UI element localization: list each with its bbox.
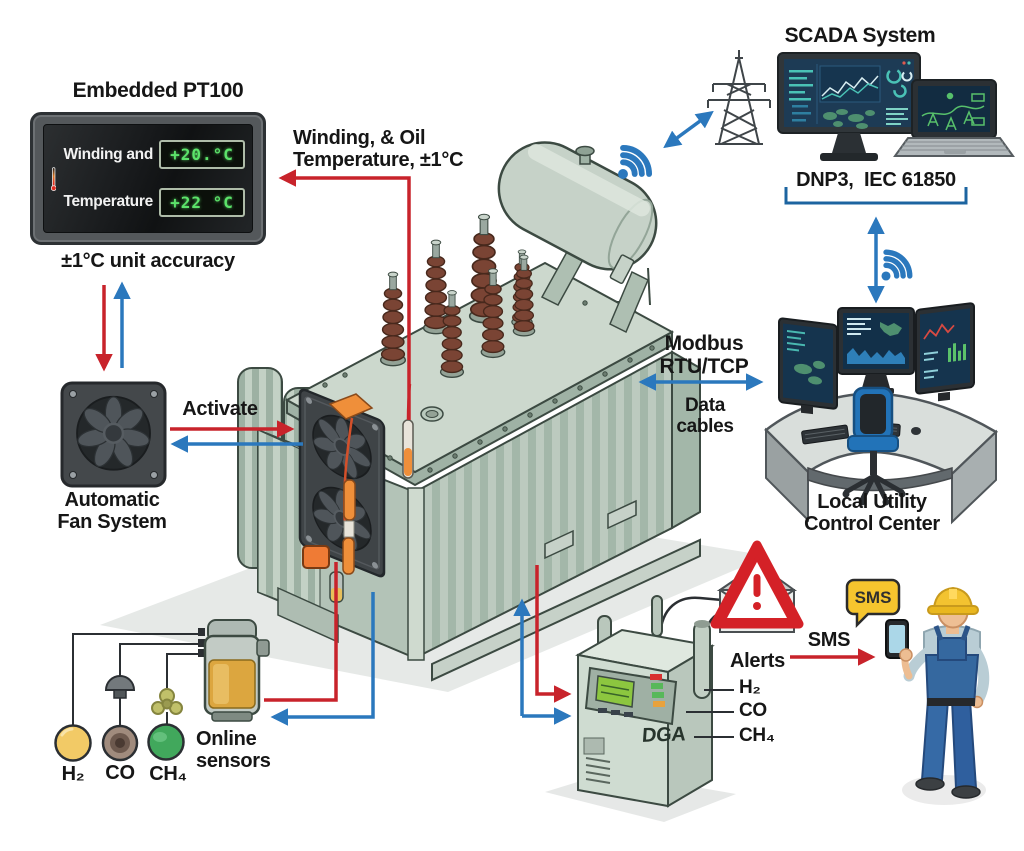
- co-label: CO: [105, 762, 135, 784]
- oil-sample-bottle-icon: [198, 619, 270, 722]
- winding-temperature-value: +20.°C: [159, 140, 245, 170]
- data-cables-label: Data cables: [676, 395, 734, 437]
- modbus-label: Modbus RTU/TCP: [659, 332, 749, 379]
- wifi-icon: [618, 144, 653, 179]
- online-sensors-label: Online sensors: [196, 728, 271, 772]
- control-desk-icon: [764, 302, 999, 525]
- activate-label: Activate: [182, 398, 258, 420]
- h2-label: H₂: [61, 763, 85, 785]
- ch4-molecule-icon: [151, 688, 183, 715]
- office-chair-icon: [842, 386, 906, 506]
- arrow-temperature-to-pt100: [278, 169, 411, 420]
- dga-analyzer-icon: [545, 595, 736, 822]
- transformer-sensor-probes: [302, 383, 414, 603]
- alert-h2-label: H₂: [739, 677, 761, 698]
- pt100-screen: Winding and +20.°C Temperature +22 °C: [43, 124, 253, 233]
- online-gas-sensors: [54, 619, 270, 762]
- wifi-icon: [881, 249, 913, 281]
- ch4-sensor-icon: [147, 723, 185, 761]
- arrow-wifi-scada: [663, 110, 714, 149]
- dga-status-leds: [650, 674, 665, 707]
- alert-ch4-label: CH₄: [739, 725, 775, 746]
- scada-monitor-icon: [777, 52, 921, 161]
- laptop-icon: [893, 79, 1015, 157]
- sms-bubble-icon: SMS: [845, 578, 901, 629]
- ch4-label: CH₄: [149, 763, 187, 785]
- arrow-to-online-sensors: [270, 592, 375, 726]
- thermometer-icon: [51, 166, 57, 191]
- sms-label: SMS: [807, 629, 851, 651]
- protocols-bracket: [784, 187, 968, 205]
- alerts-label: Alerts: [730, 650, 785, 672]
- protocols-label: DNP3, IEC 61850: [796, 169, 956, 191]
- h2-sensor-icon: [54, 724, 92, 762]
- co-sensor-dome-icon: [104, 675, 136, 691]
- pt100-accuracy-caption: ±1°C unit accuracy: [61, 250, 235, 272]
- pt100-row-temperature: Temperature +22 °C: [63, 187, 245, 217]
- dga-device-label: DGA: [641, 723, 687, 747]
- fan-system-label: Automatic Fan System: [57, 489, 167, 533]
- flow-arrows: [95, 110, 885, 726]
- warning-triangle-icon: [710, 540, 804, 629]
- smartphone-icon: [885, 619, 909, 659]
- control-center-label: Local Utility Control Center: [804, 491, 940, 535]
- sms-bubble-text: SMS: [855, 588, 892, 607]
- pt100-display: Winding and +20.°C Temperature +22 °C: [30, 112, 266, 245]
- arrow-oil-to-dga: [535, 565, 572, 703]
- fan-icon: [60, 381, 167, 488]
- pt100-row-winding: Winding and +20.°C: [63, 140, 245, 170]
- technician-figure: [899, 586, 990, 805]
- transmission-tower-icon: [707, 50, 771, 145]
- conservator-tank: [497, 141, 658, 334]
- line-oil-to-sensors: [264, 562, 338, 702]
- dga-screen: [595, 675, 635, 708]
- pt100-title: Embedded PT100: [72, 79, 244, 102]
- scada-title: SCADA System: [784, 24, 936, 47]
- winding-oil-note: Winding, & Oil Temperature, ±1°C: [293, 127, 464, 171]
- alert-co-label: CO: [739, 700, 767, 721]
- pt100-row-label: Temperature: [63, 193, 153, 211]
- pt100-row-label: Winding and: [63, 145, 153, 163]
- oil-temperature-value: +22 °C: [159, 187, 245, 217]
